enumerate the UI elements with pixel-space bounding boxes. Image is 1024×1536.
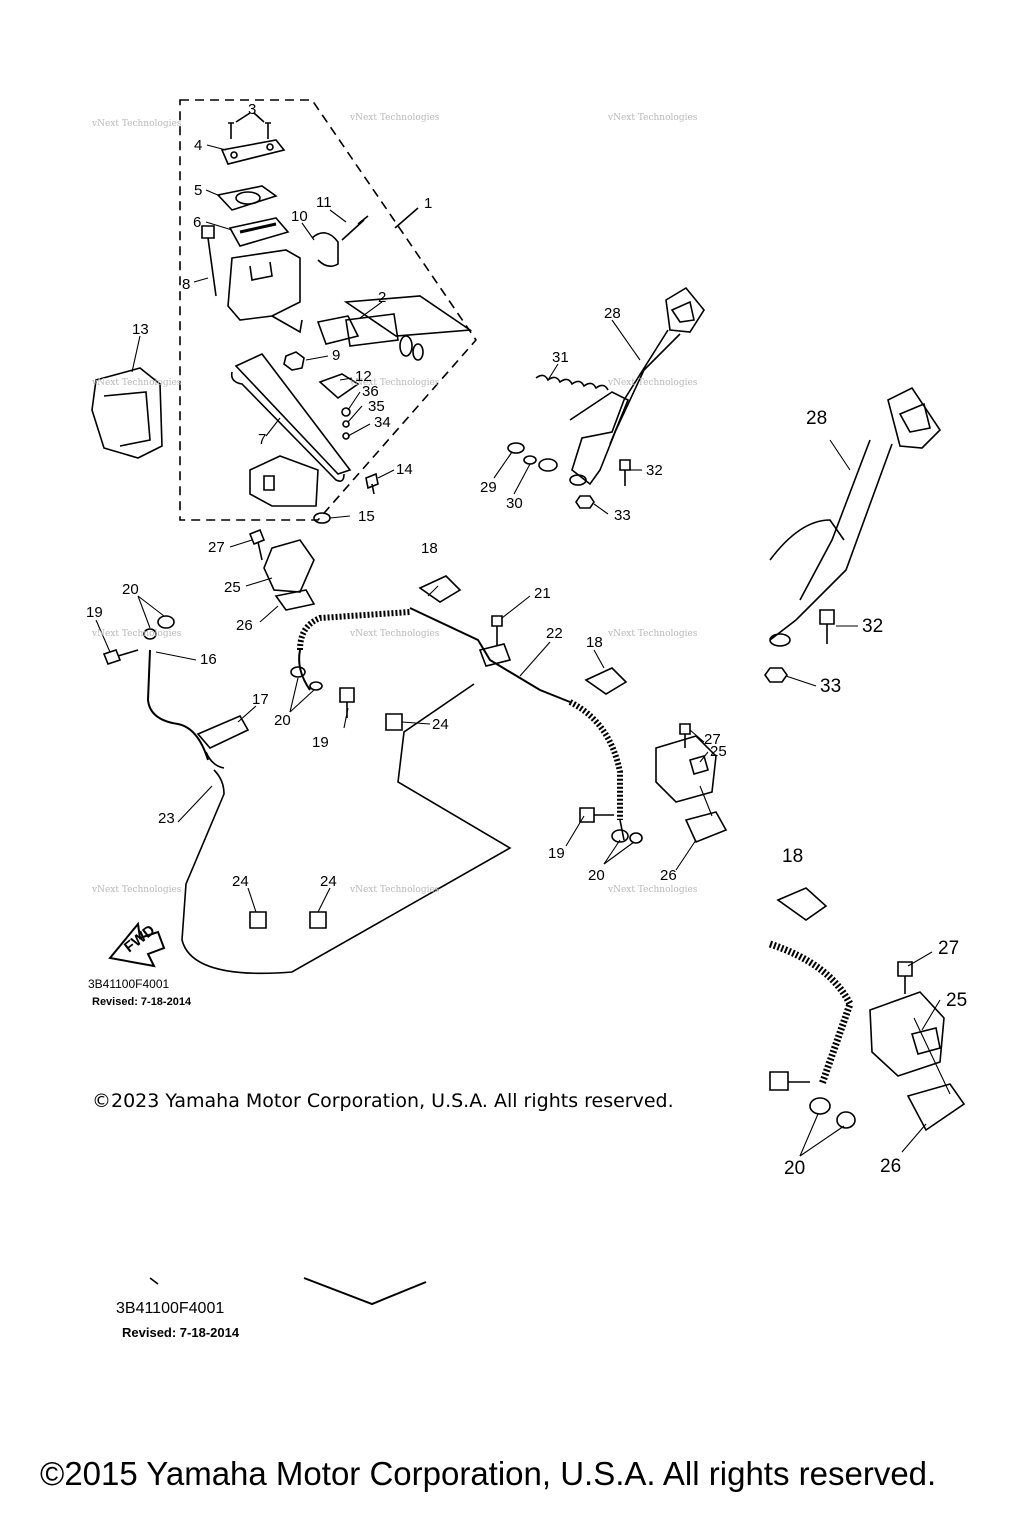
watermark: vNext Technologies	[607, 629, 698, 639]
watermark: vNext Technologies	[91, 885, 182, 895]
part-label: 27	[704, 731, 721, 748]
part-label: 18	[421, 540, 438, 557]
part-label: 17	[252, 691, 269, 708]
copyright-2015: ©2015 Yamaha Motor Corporation, U.S.A. A…	[40, 1455, 937, 1492]
part-label: 25	[224, 579, 241, 596]
part-label: 10	[291, 208, 308, 225]
fwd-arrow-icon	[108, 921, 166, 968]
watermark: vNext Technologies	[607, 378, 698, 388]
part-label: 19	[548, 845, 565, 862]
part-label: 7	[258, 431, 266, 448]
part-label: 26	[236, 617, 253, 634]
part-label: 3	[248, 101, 256, 118]
part-label: 20	[122, 581, 139, 598]
watermark: vNext Technologies	[349, 629, 440, 639]
part-label: 9	[332, 347, 340, 364]
revised-date-enlarged: Revised: 7-18-2014	[122, 1325, 240, 1340]
part-label: 32	[862, 616, 883, 637]
watermark: vNext Technologies	[91, 378, 182, 388]
watermark: vNext Technologies	[349, 378, 440, 388]
part-label: 25	[946, 990, 967, 1011]
copyright-2023: ©2023 Yamaha Motor Corporation, U.S.A. A…	[92, 1090, 674, 1112]
part-label: 8	[182, 276, 190, 293]
watermark: vNext Technologies	[349, 113, 440, 123]
part-label: 24	[432, 716, 449, 733]
watermark-group: vNext Technologies vNext Technologies vN…	[91, 113, 698, 895]
part-label: 2	[378, 289, 386, 306]
part-label: 24	[320, 873, 337, 890]
master-cylinder-group-outline	[179, 99, 478, 521]
part-label: 11	[316, 194, 332, 211]
part-label: 27	[208, 539, 225, 556]
part-label: 33	[614, 507, 631, 524]
part-label: 23	[158, 810, 175, 827]
drawing-code-enlarged: 3B41100F4001	[116, 1300, 225, 1317]
part-label: 4	[194, 137, 202, 154]
part-label: 21	[534, 585, 551, 602]
watermark: vNext Technologies	[349, 885, 440, 895]
part-labels: 1 2 3 4 5 6 7 8 9 10 11 12 13 14 15 16 1…	[86, 101, 727, 890]
revised-date: Revised: 7-18-2014	[92, 996, 192, 1008]
part-label: 20	[588, 867, 605, 884]
watermark: vNext Technologies	[607, 885, 698, 895]
part-label: 30	[506, 495, 523, 512]
part-label: 12	[355, 368, 372, 385]
part-labels-enlarged: 28 32 33 18 27 25 20 26	[782, 408, 967, 1179]
part-label: 19	[86, 604, 103, 621]
part-label: 22	[546, 625, 563, 642]
part-label: 20	[274, 712, 291, 729]
part-label: 18	[586, 634, 603, 651]
part-label: 24	[232, 873, 249, 890]
part-label: 26	[880, 1156, 901, 1177]
part-label: 28	[806, 408, 827, 429]
part-label: 29	[480, 479, 497, 496]
part-label: 6	[193, 214, 201, 231]
part-label: 34	[374, 414, 391, 431]
part-label: 19	[312, 734, 329, 751]
part-label: 26	[660, 867, 677, 884]
part-label: 27	[938, 938, 959, 959]
drawing-code: 3B41100F4001	[88, 977, 170, 991]
part-label: 14	[396, 461, 413, 478]
part-label: 15	[358, 508, 375, 525]
part-label: 32	[646, 462, 663, 479]
part-label: 13	[132, 321, 149, 338]
part-label: 35	[368, 398, 385, 415]
part-label: 1	[424, 195, 432, 212]
part-label: 18	[782, 846, 803, 867]
part-label: 16	[200, 651, 217, 668]
part-label: 31	[552, 349, 569, 366]
part-label: 28	[604, 305, 621, 322]
part-label: 36	[362, 383, 379, 400]
part-label: 5	[194, 182, 202, 199]
watermark: vNext Technologies	[607, 113, 698, 123]
part-label: 20	[784, 1158, 805, 1179]
watermark: vNext Technologies	[91, 119, 182, 129]
part-label: 25	[710, 743, 727, 760]
fwd-label: FWD	[121, 922, 159, 957]
part-label: 33	[820, 676, 841, 697]
watermark: vNext Technologies	[91, 629, 182, 639]
